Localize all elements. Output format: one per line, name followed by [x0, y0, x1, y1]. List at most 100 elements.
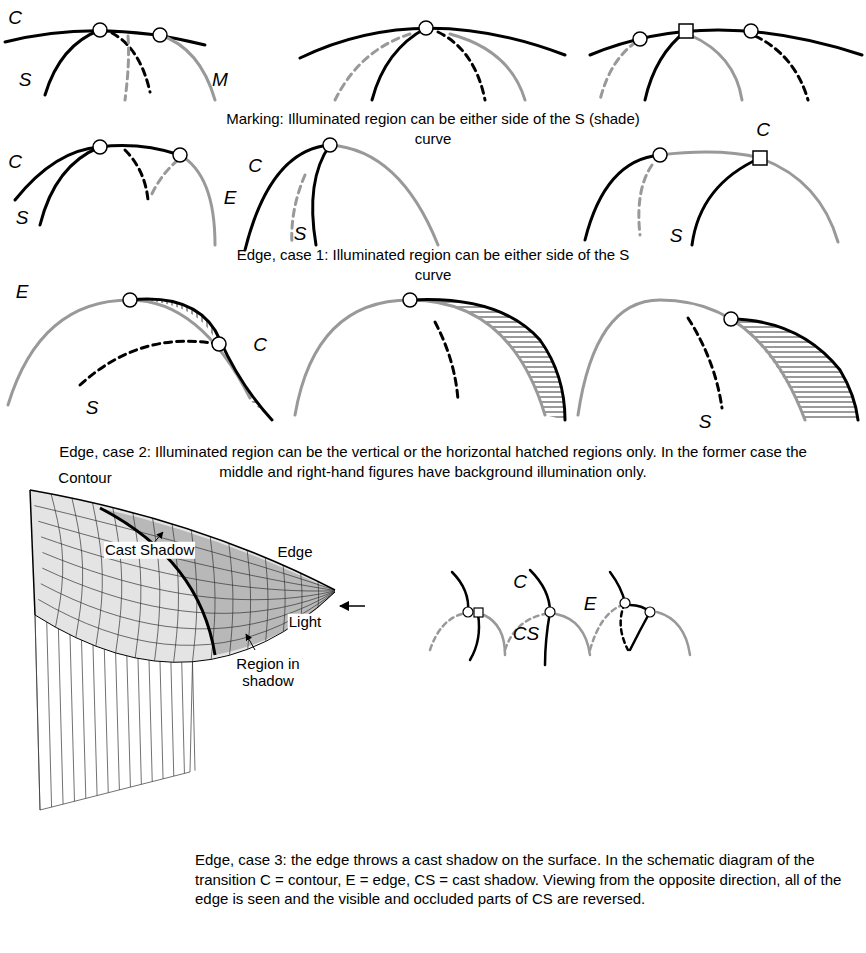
junction-markers: [123, 293, 137, 307]
edge-case-1-figures: [639, 165, 652, 235]
junction-markers: [545, 607, 555, 617]
edge-case-2-figures: [130, 299, 272, 420]
junction-markers: [463, 607, 473, 617]
edge-case-1-figures: [330, 145, 438, 245]
surface-mesh: [35, 615, 193, 810]
surface-mesh: [34, 494, 335, 810]
surface-mesh: [116, 653, 120, 790]
surface-illustration: [246, 634, 255, 650]
marking-figures: [112, 33, 150, 92]
edge-case-2-figures: [8, 300, 250, 405]
junction-markers: [679, 24, 693, 38]
edge-case-2-figures: [295, 300, 545, 415]
edge-case-2-figures: [80, 341, 218, 385]
part-label: Edge: [276, 544, 313, 561]
curve-label: S: [670, 226, 683, 247]
marking-figures: [755, 36, 808, 100]
junction-markers: [620, 598, 630, 608]
surface-mesh: [182, 662, 185, 773]
surface-mesh: [70, 635, 74, 801]
edge-case-1-figures: [585, 155, 660, 240]
surface-mesh: [113, 508, 122, 653]
transition-schematics: [430, 570, 690, 665]
edge-case-1-figures: [180, 155, 215, 245]
curve-label: S: [699, 412, 712, 433]
edge-case-1-figures: [125, 150, 148, 200]
marking-figures: [690, 35, 742, 100]
surface-mesh: [160, 662, 163, 779]
junction-markers: [744, 24, 758, 38]
transition-schematics: [484, 615, 505, 655]
caption: Edge, case 1: Illuminated region can be …: [217, 245, 650, 284]
surface-mesh: [82, 640, 86, 798]
surface-illustration: [30, 490, 335, 662]
transition-schematics: [430, 614, 462, 650]
edge-case-1-figures: [40, 147, 100, 225]
part-label: Light: [288, 614, 323, 631]
curve-label: M: [212, 70, 228, 91]
surface-mesh: [47, 622, 52, 807]
junction-markers: [153, 28, 167, 42]
curve-label: C: [8, 152, 22, 173]
junction-markers: [724, 312, 738, 326]
curve-label: E: [16, 282, 29, 303]
curve-label: C: [513, 572, 527, 593]
curve-label: E: [224, 188, 237, 209]
junction-markers: [323, 138, 337, 152]
junction-markers: [93, 21, 758, 46]
curve-label: S: [19, 70, 32, 91]
marking-figures: [590, 30, 862, 55]
junction-markers: [93, 140, 107, 154]
surface-illustration: [100, 508, 335, 655]
surface-illustration: [100, 508, 215, 655]
edge-case-1-figures: [660, 152, 838, 242]
surface-mesh: [72, 498, 83, 637]
curve-label: S: [294, 224, 307, 245]
edge-case-2-figures: [731, 319, 858, 420]
edge-case-1-figures: [313, 145, 330, 245]
part-label: Region in shadow: [231, 656, 305, 689]
transition-schematics: [470, 614, 479, 660]
marking-figures: [645, 31, 686, 100]
edge-case-1-figures: [692, 158, 760, 245]
marking-figures: [372, 28, 426, 100]
curve-label: E: [584, 594, 597, 615]
marking-figures: [438, 32, 485, 100]
edge-case-2-figures: [688, 318, 722, 408]
surface-mesh: [93, 645, 97, 795]
caption: Edge, case 2: Illuminated region can be …: [53, 442, 813, 481]
transition-schematics: [452, 572, 468, 612]
hatched-regions: [130, 299, 220, 346]
junction-markers: [753, 151, 767, 165]
surface-mesh: [138, 658, 141, 784]
edge-case-1-figures: [150, 160, 178, 198]
marking-figures: [160, 35, 215, 100]
caption: Edge, case 3: the edge throws a cast sha…: [195, 850, 863, 909]
transition-schematics: [505, 614, 545, 650]
surface-mesh: [171, 662, 174, 776]
edge-case-2-figures: [410, 300, 565, 421]
curve-label: S: [86, 398, 99, 419]
transition-schematics: [545, 612, 550, 665]
part-label: Cast Shadow: [104, 542, 195, 559]
marking-figures: [335, 34, 410, 100]
curve-label: CS: [513, 624, 539, 645]
junction-markers: [403, 293, 417, 307]
surface-mesh: [127, 656, 131, 787]
junction-markers: [419, 21, 433, 35]
surface-mesh: [149, 660, 152, 781]
curve-label: C: [253, 335, 267, 356]
junction-markers: [645, 607, 655, 617]
surface-illustration: [30, 490, 35, 615]
edge-case-2-figures: [8, 299, 858, 420]
transition-schematics: [530, 570, 550, 612]
transition-schematics: [556, 614, 590, 655]
marking-figures: [45, 30, 100, 95]
transition-schematics: [630, 612, 650, 650]
junction-markers: [212, 337, 226, 351]
edge-case-2-figures: [435, 322, 458, 400]
surface-mesh: [58, 629, 63, 804]
surface-illustration: [30, 490, 365, 810]
marking-figures: [300, 28, 565, 58]
